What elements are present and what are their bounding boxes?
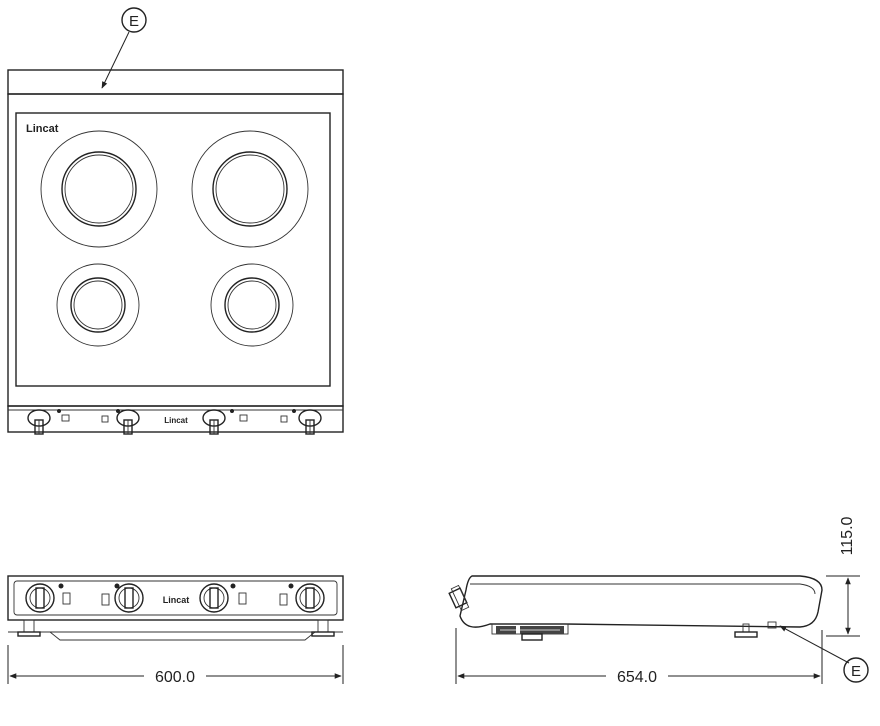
knob-front-2 <box>114 583 144 613</box>
top-view: E Lincat L <box>7 7 344 435</box>
hob-body <box>7 93 344 407</box>
knob-top-2 <box>116 409 140 435</box>
panel-logo-front: Lincat <box>163 595 190 605</box>
indicator-lights-top <box>57 409 296 423</box>
side-knob <box>448 584 470 612</box>
callout-e-top-leader <box>101 31 130 89</box>
callout-e-side-leader <box>779 625 850 664</box>
indicator-lights-front <box>58 583 294 606</box>
side-body-profile <box>459 575 823 628</box>
back-upstand <box>7 69 344 95</box>
knob-front-4 <box>295 583 325 613</box>
base-tray-front <box>49 631 316 641</box>
callout-e-side-label: E <box>851 663 861 680</box>
knob-top-1 <box>27 409 51 435</box>
height-dimension-label: 115.0 <box>839 516 856 555</box>
cooking-zone-front-right <box>210 263 294 347</box>
front-panel <box>7 575 344 621</box>
ceramic-glass-top <box>15 112 331 387</box>
control-panel-top <box>7 405 344 433</box>
cooking-zone-front-left <box>56 263 140 347</box>
knob-front-1 <box>25 583 55 613</box>
front-view: Lincat <box>7 575 344 686</box>
feet-front <box>17 619 335 637</box>
side-view: 115.0 654.0 E <box>448 516 869 686</box>
underside-mechanism <box>491 623 569 641</box>
cooking-zone-back-right <box>191 130 309 248</box>
feet-side <box>734 621 777 638</box>
knob-top-4 <box>298 409 322 435</box>
glass-logo: Lincat <box>26 123 59 135</box>
panel-logo-top: Lincat <box>164 416 188 425</box>
callout-e-top-circle <box>121 7 147 33</box>
callout-e-top-label: E <box>129 13 139 30</box>
depth-dimension-label: 654.0 <box>617 669 657 686</box>
width-dimension-label: 600.0 <box>155 669 195 686</box>
knob-top-3 <box>202 409 226 435</box>
callout-e-side-circle <box>843 657 869 683</box>
cooking-zone-back-left <box>40 130 158 248</box>
knob-front-3 <box>199 583 229 613</box>
